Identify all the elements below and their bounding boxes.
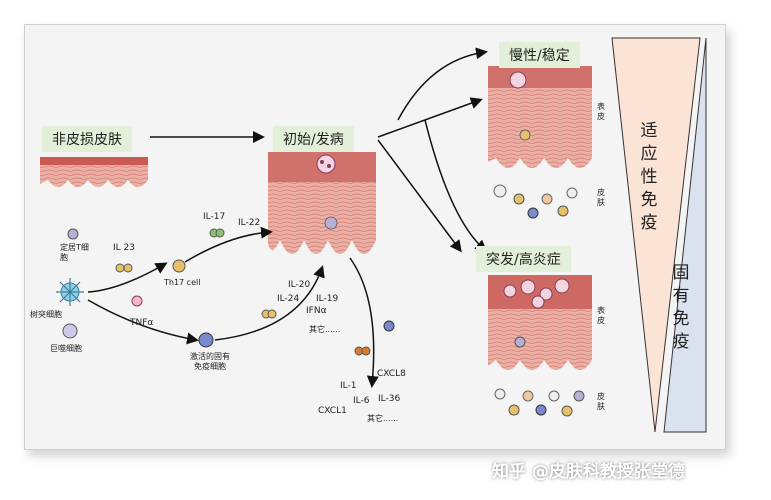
- immunity-triangles: [611, 37, 707, 433]
- arrow-curve-to-flare: [424, 119, 488, 252]
- label-flare: 突发/高炎症: [476, 246, 571, 272]
- arrow-onset-to-flare: [377, 139, 462, 253]
- label-other-1: 其它......: [309, 325, 341, 334]
- label-chronic: 慢性/稳定: [499, 42, 580, 68]
- non-lesional-skin: [40, 157, 148, 187]
- label-resident-t-cell: 定居T细胞: [60, 243, 89, 262]
- label-il6: IL-6: [353, 396, 370, 406]
- arrow-innate-to-skin: [214, 265, 325, 341]
- arrow-th17-to-skin: [184, 226, 273, 263]
- label-macrophage: 巨噬细胞: [50, 344, 82, 353]
- arrow-curve-to-chronic: [397, 47, 488, 121]
- label-ifn-alpha: IFNα: [306, 306, 327, 316]
- label-il19: IL-19: [316, 294, 339, 304]
- label-cxcl8: CXCL8: [377, 369, 406, 379]
- onset-skin: [268, 152, 376, 254]
- label-il22: IL-22: [238, 218, 261, 228]
- label-il24: IL-24: [277, 294, 300, 304]
- label-dermis-chronic: 皮肤: [597, 188, 605, 207]
- label-dermis-flare: 皮肤: [597, 392, 605, 411]
- label-epidermis-chronic: 表皮: [597, 102, 605, 121]
- arrow-onset-to-chronic: [377, 97, 483, 138]
- label-non-lesional: 非皮损皮肤: [42, 126, 132, 152]
- arrow-skin-to-cytokines: [349, 257, 379, 388]
- label-other-2: 其它......: [367, 414, 399, 423]
- label-dendritic-cell: 树突细胞: [30, 310, 62, 319]
- label-epidermis-flare: 表皮: [597, 306, 605, 325]
- label-tnf: TNFα: [130, 318, 154, 328]
- left-cells: [56, 228, 395, 356]
- label-cxcl1: CXCL1: [318, 406, 347, 416]
- arrow-dc-to-th17: [87, 262, 168, 293]
- label-th17-cell: Th17 cell: [164, 278, 201, 287]
- watermark: 知乎 @皮肤科教授张堂德: [492, 462, 685, 482]
- chronic-skin: [488, 66, 592, 219]
- arrow-dc-to-innate: [87, 299, 199, 345]
- label-adaptive-immunity: 适应性免疫: [640, 121, 660, 233]
- label-onset: 初始/发病: [273, 126, 354, 152]
- label-il1: IL-1: [340, 381, 357, 391]
- label-il36: IL-36: [378, 394, 401, 404]
- label-il23: IL 23: [113, 243, 135, 253]
- flare-skin: [488, 275, 592, 417]
- label-innate-immunity: 固有免疫: [672, 263, 692, 352]
- label-il17: IL-17: [203, 212, 226, 222]
- label-activated-innate-cell: 激活的固有免疫细胞: [190, 352, 230, 371]
- label-il20: IL-20: [288, 280, 311, 290]
